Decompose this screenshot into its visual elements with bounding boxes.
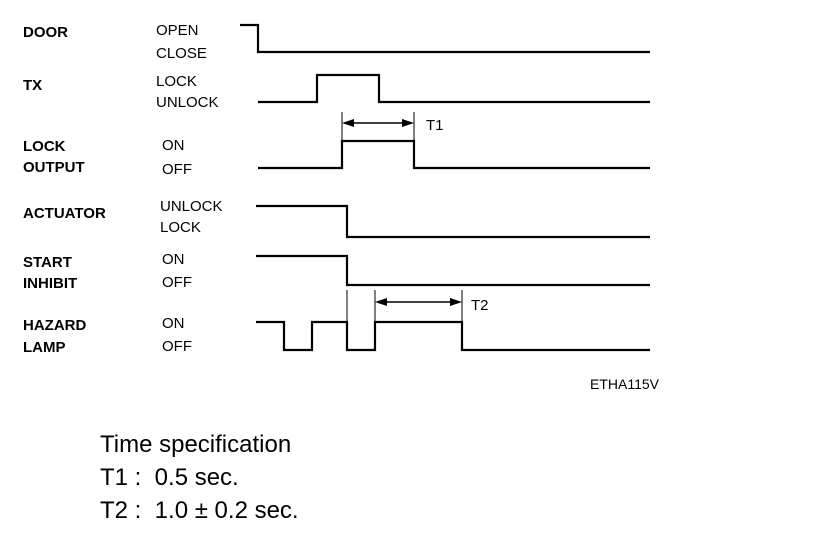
signal-name: DOOR: [23, 24, 68, 41]
t1-label: T1: [426, 117, 444, 134]
t1-arrowhead-right: [402, 119, 414, 127]
signal-name: ACTUATOR: [23, 205, 106, 222]
hazard-lamp-waveform: [256, 320, 650, 352]
spec-t2-line: T2 : 1.0 ± 0.2 sec.: [100, 497, 299, 524]
t2-arrowhead-right: [450, 298, 462, 306]
signal-name-line1: START: [23, 254, 72, 271]
signal-hazard-lamp: HAZARD LAMP ON OFF: [23, 315, 650, 356]
state-low-label: LOCK: [160, 219, 201, 236]
state-high-label: ON: [162, 315, 185, 332]
tx-waveform: [258, 73, 650, 104]
figure-code: ETHA115V: [590, 376, 660, 392]
signal-name-line2: LAMP: [23, 339, 66, 356]
signal-start-inhibit: START INHIBIT ON OFF: [23, 251, 650, 292]
state-low-label: OFF: [162, 161, 192, 178]
state-high-label: UNLOCK: [160, 198, 223, 215]
actuator-waveform: [256, 204, 650, 239]
t2-arrowhead-left: [375, 298, 387, 306]
lock-output-waveform: [258, 139, 650, 170]
t2-interval: T2: [346, 290, 489, 350]
signal-name-line1: LOCK: [23, 138, 66, 155]
t1-interval: T1: [341, 112, 444, 141]
start-inhibit-waveform: [256, 254, 650, 287]
state-low-label: OFF: [162, 338, 192, 355]
signal-tx: TX LOCK UNLOCK: [23, 73, 650, 111]
t1-arrowhead-left: [342, 119, 354, 127]
signal-name-line1: HAZARD: [23, 317, 86, 334]
signal-door: DOOR OPEN CLOSE: [23, 22, 650, 62]
state-high-label: LOCK: [156, 73, 197, 90]
spec-title: Time specification: [100, 431, 292, 458]
time-specification: Time specification T1 : 0.5 sec. T2 : 1.…: [100, 428, 299, 527]
signal-actuator: ACTUATOR UNLOCK LOCK: [23, 198, 650, 239]
state-low-label: OFF: [162, 274, 192, 291]
t2-label: T2: [471, 297, 489, 314]
signal-name: TX: [23, 77, 42, 94]
state-high-label: ON: [162, 137, 185, 154]
state-low-label: CLOSE: [156, 45, 207, 62]
state-high-label: ON: [162, 251, 185, 268]
state-low-label: UNLOCK: [156, 94, 219, 111]
signal-name-line2: INHIBIT: [23, 275, 77, 292]
state-high-label: OPEN: [156, 22, 199, 39]
spec-t1-line: T1 : 0.5 sec.: [100, 464, 239, 491]
signal-name-line2: OUTPUT: [23, 159, 85, 176]
signal-lock-output: LOCK OUTPUT ON OFF: [23, 137, 650, 178]
door-waveform: [240, 23, 650, 54]
